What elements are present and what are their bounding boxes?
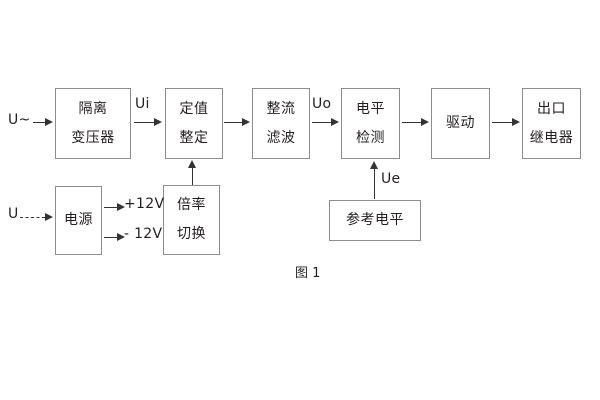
- arrow-head: [188, 160, 196, 168]
- arrow-head: [117, 233, 125, 241]
- arrow-input-ac-to-isolation: [33, 118, 53, 127]
- arrow-shaft: [224, 122, 242, 123]
- arrow-drive-to-output: [492, 118, 520, 127]
- block-setting-value[interactable]: 定值 整定: [165, 88, 223, 159]
- block-drive[interactable]: 驱动: [431, 88, 490, 159]
- block-multiplier-switch[interactable]: 倍率 切换: [163, 185, 220, 255]
- block-drive-line-1: 驱动: [446, 115, 475, 132]
- arrow-level-to-drive: [402, 118, 429, 127]
- block-reference-level[interactable]: 参考电平: [329, 200, 421, 241]
- arrow-power-to-positive-rail: [104, 203, 125, 212]
- block-setting-line-1: 定值: [179, 100, 209, 117]
- label-signal-uo: Uo: [312, 96, 332, 112]
- arrow-shaft: [192, 167, 193, 185]
- arrow-reference-to-level: [370, 161, 379, 199]
- label-signal-ue: Ue: [381, 171, 401, 187]
- arrow-isolation-to-setting: [134, 118, 162, 127]
- arrow-multiplier-to-setting: [188, 160, 197, 185]
- arrow-shaft: [402, 122, 421, 123]
- block-power-supply[interactable]: 电源: [55, 186, 102, 255]
- label-rail-negative: - 12V: [124, 226, 163, 242]
- label-rail-positive: +12V: [124, 196, 165, 212]
- arrow-shaft: [33, 122, 45, 123]
- arrow-shaft: [312, 122, 331, 123]
- arrow-shaft: [492, 122, 512, 123]
- block-level-line-2: 检测: [356, 129, 385, 146]
- arrow-head: [370, 161, 378, 169]
- arrow-power-to-negative-rail: [104, 233, 125, 242]
- arrow-head: [117, 203, 125, 211]
- arrow-setting-to-rectifier: [224, 118, 250, 127]
- block-level-line-1: 电平: [356, 100, 385, 117]
- block-power-line-1: 电源: [64, 212, 93, 229]
- arrow-head: [45, 213, 53, 221]
- label-signal-ui: Ui: [135, 96, 150, 112]
- arrow-shaft-dashed: [20, 217, 45, 218]
- arrow-head: [512, 118, 520, 126]
- block-reference-line-1: 参考电平: [346, 212, 404, 229]
- block-output-line-2: 继电器: [529, 129, 574, 146]
- figure-caption: 图 1: [295, 266, 321, 281]
- arrow-head: [154, 118, 162, 126]
- arrow-rectifier-to-level: [312, 118, 339, 127]
- arrow-head: [421, 118, 429, 126]
- block-rectifier-line-1: 整流: [266, 100, 296, 117]
- block-output-relay[interactable]: 出口 继电器: [522, 88, 581, 159]
- arrow-shaft: [374, 168, 375, 199]
- arrow-shaft: [104, 207, 117, 208]
- block-output-line-1: 出口: [537, 100, 566, 117]
- block-multiplier-line-2: 切换: [177, 226, 206, 242]
- block-multiplier-line-1: 倍率: [177, 197, 206, 214]
- arrow-shaft: [104, 237, 117, 238]
- block-rectifier-line-2: 滤波: [266, 129, 296, 146]
- arrow-head: [242, 118, 250, 126]
- block-rectifier-filter[interactable]: 整流 滤波: [252, 88, 310, 159]
- arrow-head: [331, 118, 339, 126]
- block-level-detection[interactable]: 电平 检测: [341, 88, 400, 159]
- arrow-input-dc-to-power: [20, 213, 53, 222]
- block-setting-line-2: 整定: [179, 129, 209, 146]
- label-input-dc: U: [8, 206, 19, 222]
- block-isolation-line-1: 隔离: [78, 100, 108, 117]
- arrow-head: [45, 118, 53, 126]
- label-input-ac: U~: [8, 112, 31, 128]
- block-isolation-transformer[interactable]: 隔离 变压器: [55, 88, 131, 159]
- arrow-shaft: [134, 122, 154, 123]
- block-isolation-line-2: 变压器: [71, 129, 115, 146]
